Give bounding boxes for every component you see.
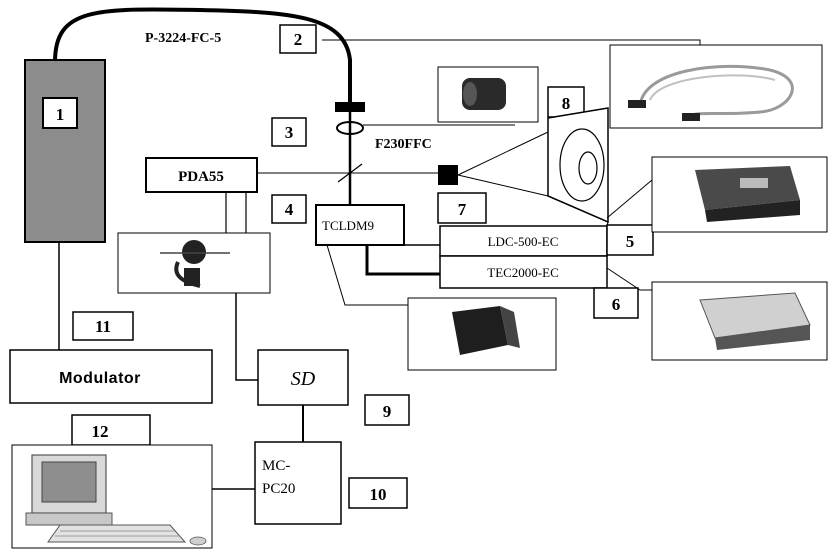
fiber-photo-frame (609, 44, 823, 129)
laser-source-body (24, 59, 106, 243)
beam-block (438, 165, 458, 185)
temp-photo-front (715, 325, 810, 350)
number-box-10 (348, 477, 408, 509)
scope-box (257, 349, 349, 406)
interface-label-line1: MC- (262, 458, 290, 474)
detector-sd-wire (235, 293, 258, 381)
fiber-cable (53, 7, 352, 102)
collimator-model-label: F230FFC (375, 137, 432, 152)
fiber-connector-b (682, 113, 700, 121)
number-box-3 (271, 117, 307, 147)
number-box-5 (606, 224, 654, 256)
temp-controller-box (439, 255, 608, 289)
mount-photo-box (452, 306, 508, 355)
interface-box (254, 441, 342, 525)
temp-photo-leader (606, 267, 652, 291)
beam-cone-bottom (457, 174, 549, 197)
number-6: 6 (612, 295, 621, 314)
lens-outer (559, 128, 605, 202)
number-7: 7 (458, 200, 467, 219)
laser-driver-label: LDC-500-EC (488, 234, 559, 249)
driver-photo-display (740, 178, 768, 188)
detector-box (145, 157, 258, 193)
detector-photo-head (182, 240, 206, 264)
number-box-1 (42, 97, 78, 129)
lens-plate (547, 107, 609, 224)
fiber-connector-a (628, 100, 646, 108)
number-10: 10 (370, 485, 387, 504)
number-box-2 (279, 24, 317, 54)
number-box-9 (364, 394, 410, 426)
detector-label: PDA55 (178, 169, 224, 185)
mount-photo-side (500, 306, 520, 348)
mount-photo-leader (326, 244, 410, 306)
number-3: 3 (285, 123, 294, 142)
interface-label-line2: PC20 (262, 481, 295, 497)
collimator-mount (335, 102, 365, 112)
fiber-coil-inner (649, 74, 776, 101)
number-12: 12 (92, 422, 109, 441)
modulator-box (9, 349, 213, 404)
collimator-photo-ring (463, 82, 477, 106)
number-11: 11 (95, 317, 111, 336)
scope-label: SD (291, 368, 316, 390)
laser-mount-box (315, 204, 405, 246)
number-9: 9 (383, 402, 392, 421)
number-box-6 (593, 287, 639, 319)
detector-photo-base (184, 268, 200, 286)
temp-controller-label: TEC2000-EC (487, 265, 559, 280)
driver-photo-leader (606, 179, 653, 219)
lens-inner (578, 151, 598, 185)
laser-mount-label: TCLDM9 (322, 218, 374, 233)
number-box-7 (437, 192, 487, 224)
number-5: 5 (626, 232, 635, 251)
computer-icon (25, 454, 207, 546)
number-4: 4 (285, 200, 294, 219)
number-box-12 (71, 414, 151, 446)
number-2: 2 (294, 30, 303, 49)
fiber-model-label: P-3224-FC-5 (145, 31, 221, 46)
number-8: 8 (562, 94, 571, 113)
number-1: 1 (56, 105, 65, 124)
fiber-coil-photo (638, 64, 794, 119)
beam-cone-top (457, 131, 549, 176)
number-box-11 (72, 311, 134, 341)
mount-controller-wire-b (365, 245, 440, 276)
modulator-label: Modulator (59, 370, 141, 387)
fiber-photo-leader (322, 39, 701, 45)
driver-photo-front (705, 200, 800, 222)
number-box-4 (271, 194, 307, 224)
